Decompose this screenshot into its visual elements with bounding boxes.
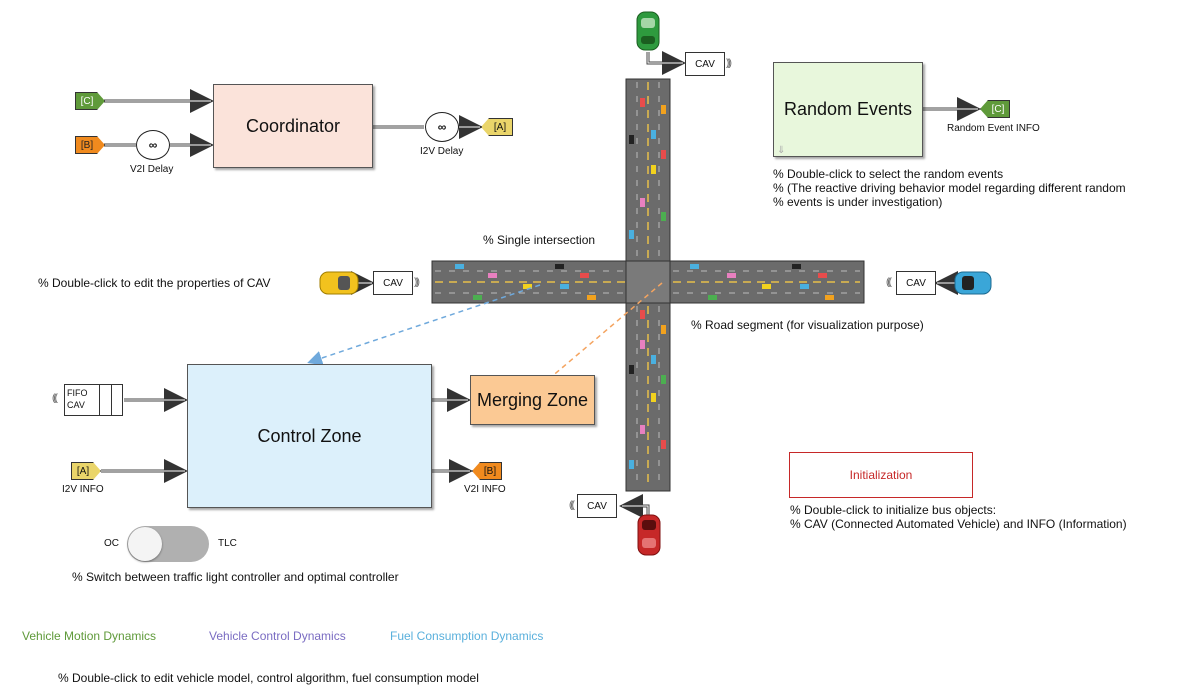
merging-zone-block[interactable]: Merging Zone — [470, 375, 595, 425]
car-icon-bottom[interactable] — [637, 514, 661, 556]
random-events-note-2: % (The reactive driving behavior model r… — [773, 181, 1126, 195]
initialization-note-2: % CAV (Connected Automated Vehicle) and … — [790, 517, 1127, 531]
signal-waves-icon: ))) — [726, 58, 732, 69]
random-events-label: Random Events — [783, 99, 913, 119]
switch-left-label: OC — [104, 538, 119, 549]
road-horizontal — [431, 260, 865, 304]
switch-right-label: TLC — [218, 538, 237, 549]
control-zone-label: Control Zone — [257, 425, 362, 446]
v2i-delay-block[interactable]: ∞ — [136, 130, 170, 160]
random-event-info-label: Random Event INFO — [947, 123, 1040, 134]
signal-waves-icon: ))) — [414, 277, 420, 288]
from-tag-a-out[interactable]: [A] — [481, 118, 513, 136]
subsystem-arrow-icon: ⇓ — [777, 145, 786, 156]
goto-tag-c-out[interactable]: [C] — [980, 100, 1010, 118]
signal-waves-icon: ((( — [886, 277, 892, 288]
goto-tag-b-out[interactable]: [B] — [472, 462, 502, 480]
signal-waves-icon: ((( — [52, 393, 58, 404]
merging-zone-label: Merging Zone — [476, 389, 589, 410]
i2v-info-label: I2V INFO — [62, 484, 104, 495]
controller-toggle-switch[interactable] — [127, 526, 209, 562]
single-intersection-note: % Single intersection — [483, 233, 596, 247]
random-events-note-1: % Double-click to select the random even… — [773, 167, 1004, 181]
connector-lines — [101, 51, 981, 518]
cav-block-bottom[interactable]: CAV — [577, 494, 617, 518]
control-zone-block[interactable]: Control Zone — [187, 364, 432, 508]
i2v-delay-label: I2V Delay — [420, 146, 464, 157]
road-cars — [455, 98, 834, 469]
random-events-note-3: % events is under investigation) — [773, 195, 943, 209]
signal-waves-icon: ((( — [569, 500, 575, 511]
cav-block-right[interactable]: CAV — [896, 271, 936, 295]
initialization-block[interactable]: Initialization — [789, 452, 973, 498]
road-segment-note: % Road segment (for visualization purpos… — [691, 318, 924, 332]
fifo-queue-block[interactable]: FIFO CAV — [64, 384, 123, 416]
coordinator-label: Coordinator — [245, 115, 341, 136]
subsystem-fuel-consumption-dynamics[interactable]: Fuel Consumption Dynamics — [390, 629, 544, 643]
goto-tag-a-in[interactable]: [A] — [71, 462, 101, 480]
goto-tag-c-in[interactable]: [C] — [75, 92, 105, 110]
initialization-label: Initialization — [849, 468, 913, 482]
car-icon-right[interactable] — [954, 271, 992, 295]
car-icon-left[interactable] — [319, 271, 359, 295]
cav-block-top[interactable]: CAV — [685, 52, 725, 76]
coordinator-block[interactable]: Coordinator — [213, 84, 373, 168]
car-icon-top[interactable] — [636, 11, 660, 51]
bottom-note: % Double-click to edit vehicle model, co… — [58, 671, 479, 685]
toggle-knob — [128, 527, 162, 561]
fifo-label: FIFO — [67, 388, 88, 398]
cav-block-left[interactable]: CAV — [373, 271, 413, 295]
initialization-note-1: % Double-click to initialize bus objects… — [790, 503, 997, 517]
v2i-delay-label: V2I Delay — [130, 164, 174, 175]
i2v-delay-block[interactable]: ∞ — [425, 112, 459, 142]
cav-edit-note: % Double-click to edit the properties of… — [38, 276, 271, 290]
fifo-cav-label: CAV — [67, 400, 85, 410]
goto-tag-b-in[interactable]: [B] — [75, 136, 105, 154]
visual-arrow-control-zone — [307, 284, 541, 366]
subsystem-vehicle-motion-dynamics[interactable]: Vehicle Motion Dynamics — [22, 629, 157, 643]
v2i-info-label: V2I INFO — [464, 484, 506, 495]
random-events-block[interactable]: Random Events ⇓ — [773, 62, 923, 157]
switch-note: % Switch between traffic light controlle… — [72, 570, 399, 584]
subsystem-vehicle-control-dynamics[interactable]: Vehicle Control Dynamics — [209, 629, 346, 643]
